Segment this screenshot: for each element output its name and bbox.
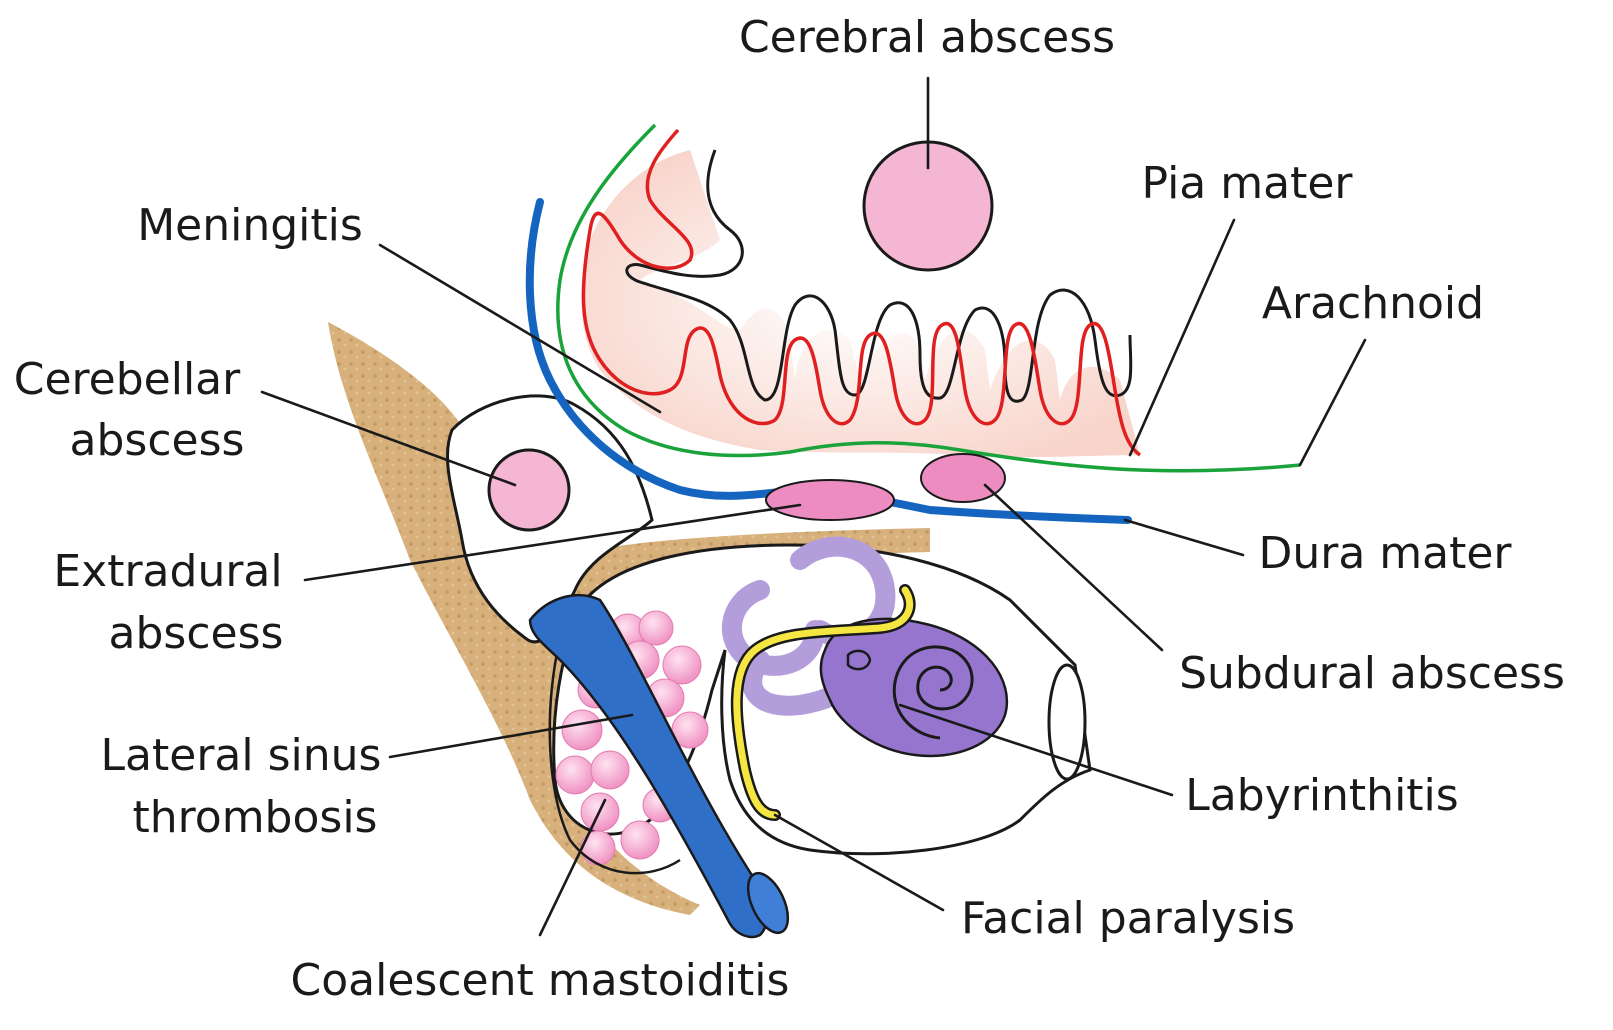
cerebral-cortex: [581, 150, 1140, 457]
label-cerebral-abscess: Cerebral abscess: [739, 12, 1115, 63]
external-canal-opening: [1049, 665, 1085, 779]
leader-pia-mater: [1130, 220, 1234, 455]
label-coalescent-mastoiditis: Coalescent mastoiditis: [291, 955, 790, 1006]
label-extradural-abscess-line2: abscess: [109, 608, 284, 659]
label-lateral-sinus-line2: thrombosis: [133, 792, 378, 843]
leader-arachnoid: [1300, 340, 1365, 465]
label-cerebellar-abscess-line2: abscess: [70, 415, 245, 466]
cerebellar-abscess-circle: [489, 450, 569, 530]
label-cerebellar-abscess-line1: Cerebellar: [14, 354, 241, 405]
extradural-abscess-shape: [766, 480, 894, 520]
subdural-abscess-shape: [921, 454, 1005, 502]
label-subdural-abscess: Subdural abscess: [1179, 648, 1565, 699]
label-lateral-sinus-line1: Lateral sinus: [101, 730, 382, 781]
label-arachnoid: Arachnoid: [1262, 278, 1484, 329]
label-meningitis: Meningitis: [137, 200, 363, 251]
label-facial-paralysis: Facial paralysis: [961, 893, 1295, 944]
label-dura-mater: Dura mater: [1258, 528, 1512, 579]
leader-dura-mater: [1125, 520, 1243, 555]
label-pia-mater: Pia mater: [1142, 158, 1354, 209]
label-labyrinthitis: Labyrinthitis: [1185, 770, 1458, 821]
label-extradural-abscess-line1: Extradural: [53, 546, 282, 597]
